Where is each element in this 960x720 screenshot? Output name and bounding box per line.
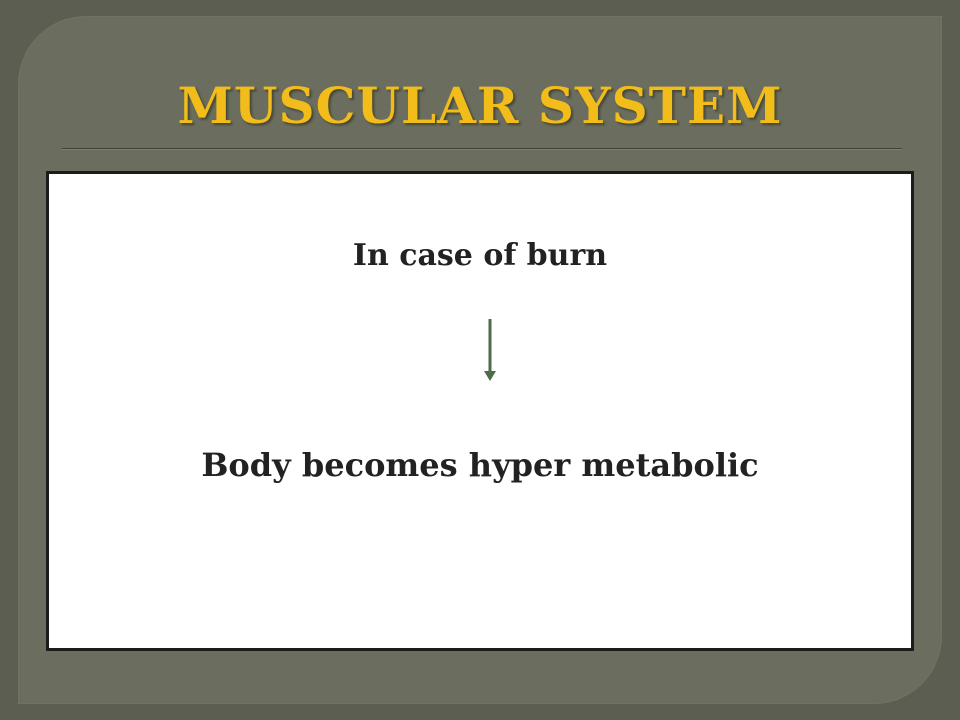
title-divider <box>62 148 902 150</box>
slide-title: MUSCULAR SYSTEM <box>177 76 783 135</box>
effect-text: Body becomes hyper metabolic <box>201 446 759 484</box>
cause-text: In case of burn <box>352 238 608 273</box>
down-arrow-icon <box>484 319 496 381</box>
content-box: In case of burn Body becomes hyper metab… <box>46 171 914 651</box>
